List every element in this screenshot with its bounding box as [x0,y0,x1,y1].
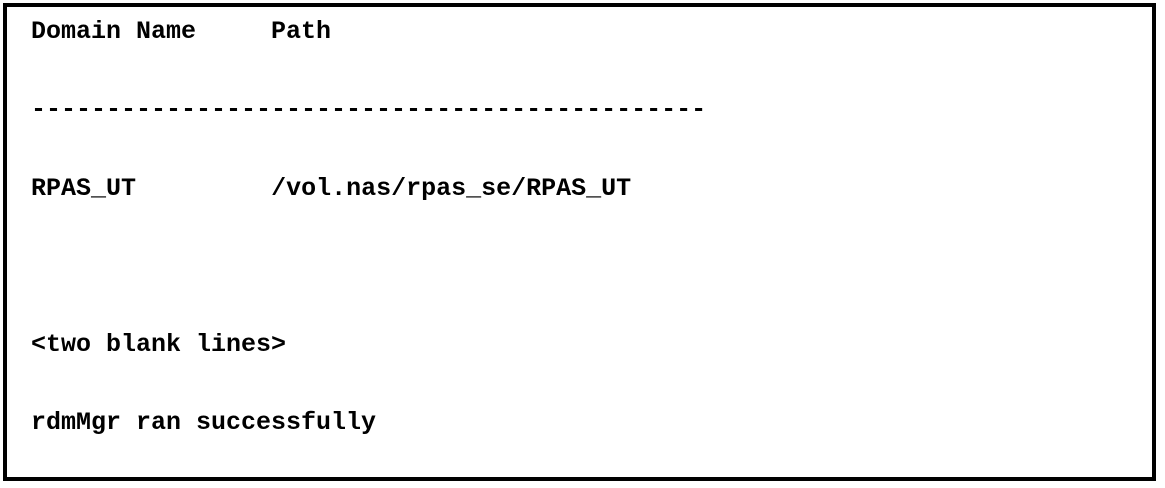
domain-name-value: RPAS_UT [31,174,137,203]
domain-row: RPAS_UT /vol.nas/rpas_se/RPAS_UT [31,174,631,204]
console-output-box: Domain Name Path -----------------------… [3,3,1156,481]
header-row: Domain Name Path [31,17,331,47]
status-message: rdmMgr ran successfully [31,408,377,437]
header-gap [196,17,271,46]
domain-name-header: Domain Name [31,17,197,46]
row-gap [136,174,271,203]
blank-lines-note: <two blank lines> [31,330,287,359]
path-value: /vol.nas/rpas_se/RPAS_UT [271,174,632,203]
path-header: Path [271,17,332,46]
divider-line: ----------------------------------------… [31,95,707,124]
